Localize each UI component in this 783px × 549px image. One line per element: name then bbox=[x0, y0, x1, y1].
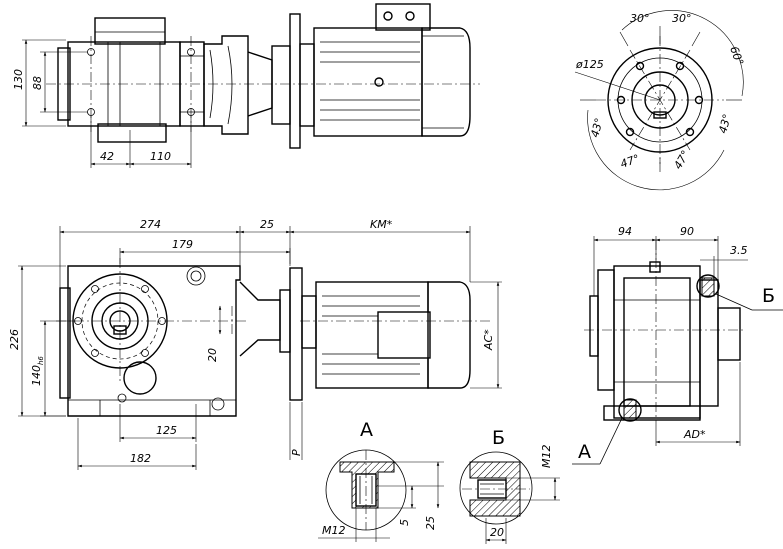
dim-ad: AD* bbox=[683, 428, 706, 441]
callout-a: A bbox=[578, 441, 591, 463]
dim-25: 25 bbox=[260, 218, 274, 231]
dim-p: P bbox=[290, 449, 303, 456]
dim-a-25: 25 bbox=[424, 516, 437, 530]
dim-182: 182 bbox=[130, 452, 151, 465]
dim-140-tolerance: h6 bbox=[37, 356, 45, 365]
dia-125: ø125 bbox=[575, 58, 604, 71]
detail-a: A 5 25 M12 bbox=[318, 419, 444, 542]
dim-140-value: 140 bbox=[30, 365, 43, 386]
callout-b: Б bbox=[762, 285, 775, 307]
section-a-label: A bbox=[360, 419, 373, 441]
side-view: 94 90 3.5 AD* Б A bbox=[572, 225, 783, 465]
top-view: 130 88 42 110 bbox=[12, 3, 480, 168]
dim-125: 125 bbox=[156, 424, 177, 437]
dim-110: 110 bbox=[150, 150, 171, 163]
dim-140: 140h6 bbox=[30, 356, 45, 386]
section-b-label: Б bbox=[492, 427, 505, 449]
dim-ac: AC* bbox=[482, 329, 495, 351]
dim-274: 274 bbox=[140, 218, 161, 231]
ang-43-right: 43° bbox=[716, 113, 734, 135]
ang-47-left: 47° bbox=[619, 152, 642, 171]
dim-3-5: 3.5 bbox=[730, 244, 748, 257]
ang-30-right: 30° bbox=[672, 12, 692, 25]
dim-94: 94 bbox=[618, 225, 632, 238]
ang-30-left: 30° bbox=[630, 12, 650, 25]
ang-43-left: 43° bbox=[588, 117, 606, 139]
ang-60: 60° bbox=[727, 45, 746, 68]
front-view: 274 25 KM* 179 226 140h6 20 AC* 125 bbox=[8, 218, 502, 470]
flange-view: 30° 30° 60° ø125 43° 43° 47° 47° bbox=[574, 10, 746, 191]
detail-b: Б M12 20 bbox=[459, 427, 560, 544]
dim-a-5: 5 bbox=[398, 519, 411, 526]
dim-226: 226 bbox=[8, 329, 21, 350]
dim-130: 130 bbox=[12, 69, 25, 90]
dim-42: 42 bbox=[100, 150, 114, 163]
dim-88: 88 bbox=[31, 76, 44, 90]
dim-20: 20 bbox=[206, 348, 219, 362]
dim-b-20: 20 bbox=[490, 526, 504, 539]
ang-47-right: 47° bbox=[671, 148, 692, 171]
dim-km: KM* bbox=[370, 218, 393, 231]
dim-90: 90 bbox=[680, 225, 694, 238]
dim-b-m12: M12 bbox=[540, 445, 553, 469]
dim-179: 179 bbox=[172, 238, 193, 251]
dim-a-m12: M12 bbox=[322, 524, 346, 537]
